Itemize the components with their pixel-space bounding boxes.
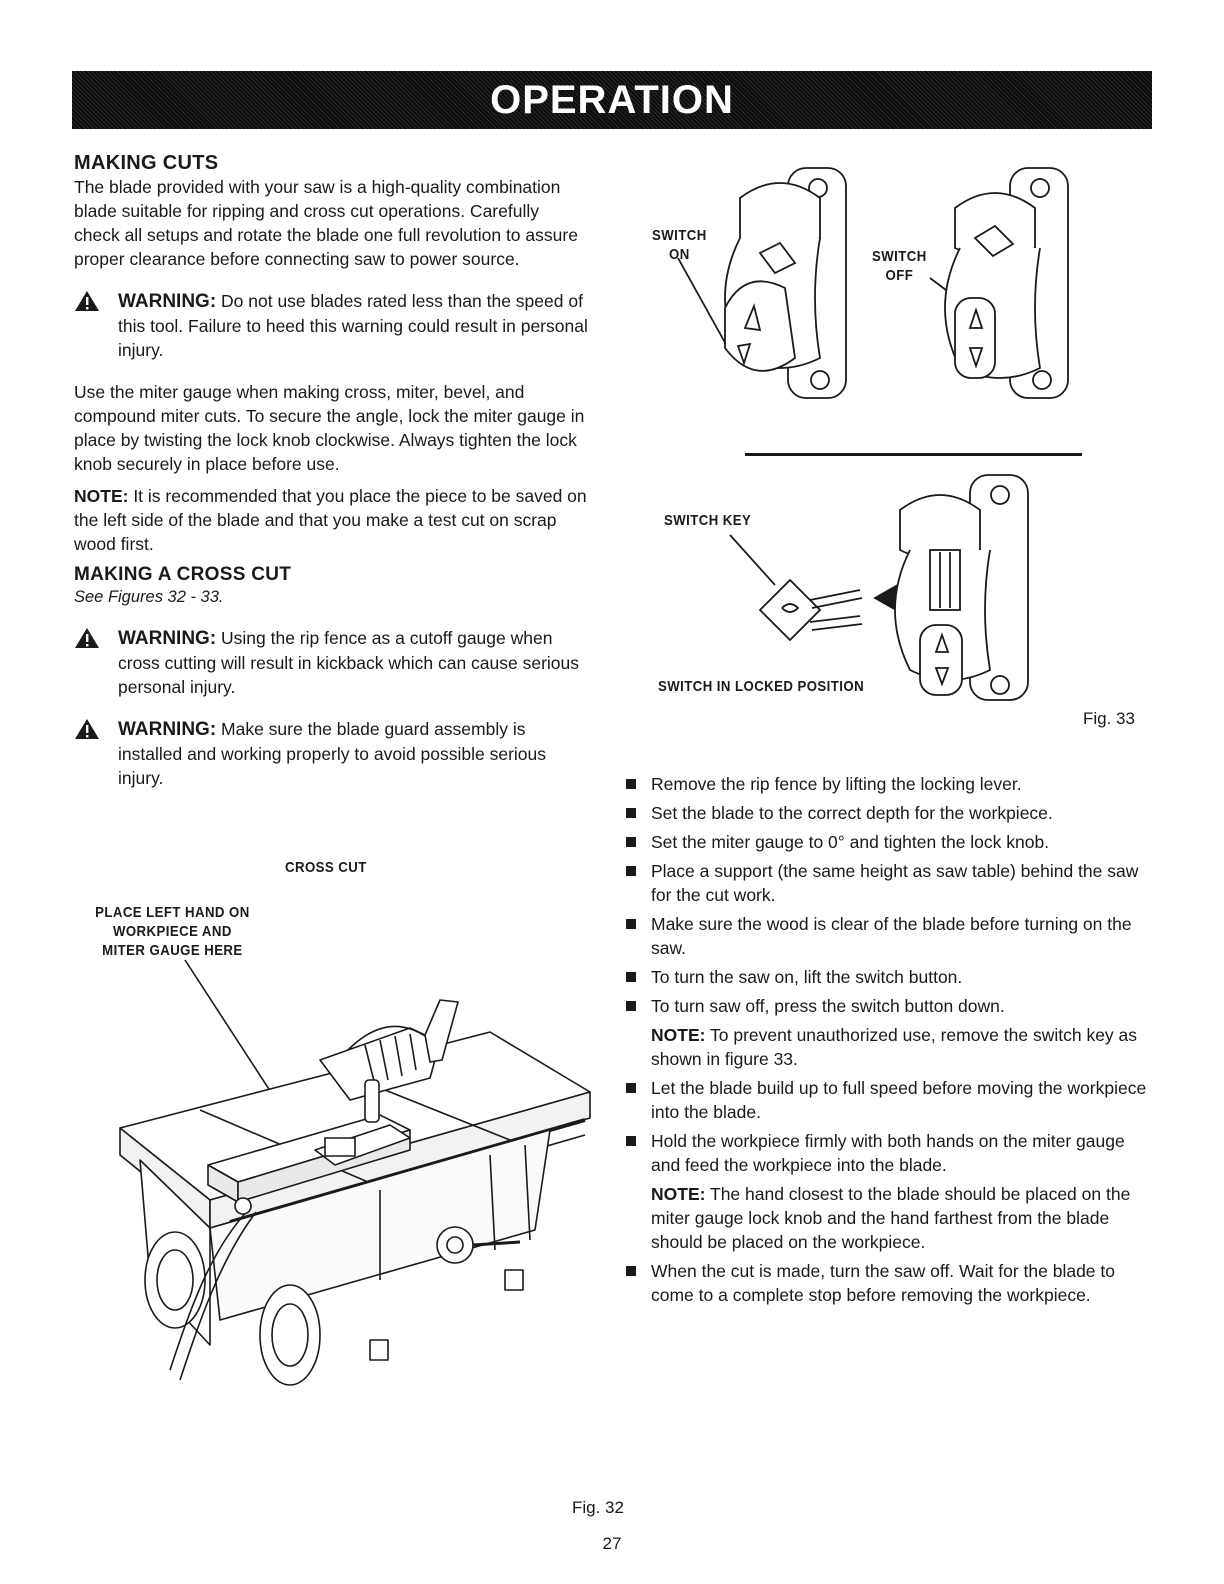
list-item: Remove the rip fence by lifting the lock… [626, 772, 1151, 796]
warning-label: WARNING: [118, 628, 217, 649]
list-item: Set the blade to the correct depth for t… [626, 801, 1151, 825]
switch-off-illustration [929, 167, 1069, 399]
note-scrap-wood: NOTE: It is recommended that you place t… [74, 484, 594, 556]
list-item: Set the miter gauge to 0° and tighten th… [626, 830, 1151, 854]
list-item: Make sure the wood is clear of the blade… [626, 912, 1151, 960]
callout-line: SWITCH [872, 248, 927, 265]
note-text: To prevent unauthorized use, remove the … [651, 1025, 1138, 1069]
switch-on-illustration [677, 167, 847, 399]
callout-line: MITER GAUGE HERE [102, 942, 243, 959]
note-text: The hand closest to the blade should be … [651, 1184, 1131, 1252]
switch-on-callout: SWITCH ON [652, 226, 707, 264]
list-item: Hold the workpiece firmly with both hand… [626, 1129, 1151, 1177]
page-number: 27 [602, 1534, 622, 1553]
switch-key-illustration [729, 474, 1029, 701]
callout-line: OFF [885, 267, 914, 284]
square-bullet-icon [626, 1266, 636, 1276]
warning-text: Do not use blades rated less than the sp… [118, 291, 588, 360]
figure-divider [745, 453, 1082, 456]
callout-line: ON [669, 246, 690, 263]
fig32-hand-placement-callout: PLACE LEFT HAND ON WORKPIECE AND MITER G… [80, 903, 265, 960]
square-bullet-icon [626, 837, 636, 847]
square-bullet-icon [626, 1083, 636, 1093]
note-switch-key: NOTE: To prevent unauthorized use, remov… [626, 1023, 1151, 1071]
right-column: Remove the rip fence by lifting the lock… [626, 772, 1151, 1312]
table-saw-illustration [119, 959, 591, 1386]
fig32-caption: Fig. 32 [572, 1498, 624, 1517]
warning-label: WARNING: [118, 719, 217, 740]
fig33-caption: Fig. 33 [1083, 709, 1135, 728]
square-bullet-icon [626, 808, 636, 818]
cross-cut-steps: Remove the rip fence by lifting the lock… [626, 772, 1151, 1018]
warning-text: Using the rip fence as a cutoff gauge wh… [118, 628, 580, 697]
warning-triangle-icon [75, 719, 99, 739]
list-item: Place a support (the same height as saw … [626, 859, 1151, 907]
warning-triangle-icon [75, 628, 99, 648]
note-label: NOTE: [651, 1025, 706, 1045]
switch-off-callout: SWITCH OFF [872, 247, 927, 285]
page-title: OPERATION [490, 77, 734, 122]
note-label: NOTE: [74, 486, 129, 506]
list-item: Let the blade build up to full speed bef… [626, 1076, 1151, 1124]
callout-line: SWITCH [652, 227, 707, 244]
warning-text: Make sure the blade guard assembly is in… [118, 719, 547, 788]
callout-line: WORKPIECE AND [112, 923, 232, 940]
left-column: MAKING CUTS The blade provided with your… [74, 152, 594, 790]
making-cuts-text: The blade provided with your saw is a hi… [74, 177, 578, 269]
see-figures-reference: See Figures 32 - 33. [74, 588, 224, 606]
miter-gauge-text: Use the miter gauge when making cross, m… [74, 382, 585, 474]
callout-line: PLACE LEFT HAND ON [95, 904, 250, 921]
cross-cut-heading: MAKING A CROSS CUT [74, 564, 292, 585]
cross-cut-steps-continued: Let the blade build up to full speed bef… [626, 1076, 1151, 1177]
switch-locked-position-label: SWITCH IN LOCKED POSITION [658, 678, 865, 695]
square-bullet-icon [626, 919, 636, 929]
list-item: When the cut is made, turn the saw off. … [626, 1259, 1151, 1307]
note-hand-placement: NOTE: The hand closest to the blade shou… [626, 1182, 1151, 1254]
square-bullet-icon [626, 1001, 636, 1011]
fig32-cross-cut-label: CROSS CUT [285, 859, 367, 876]
warning-triangle-icon [75, 291, 99, 311]
square-bullet-icon [626, 866, 636, 876]
cross-cut-steps-final: When the cut is made, turn the saw off. … [626, 1259, 1151, 1307]
list-item: To turn saw off, press the switch button… [626, 994, 1151, 1018]
square-bullet-icon [626, 1136, 636, 1146]
warning-rip-fence: WARNING: Using the rip fence as a cutoff… [74, 626, 594, 699]
switch-key-callout: SWITCH KEY [664, 512, 752, 529]
making-cuts-heading: MAKING CUTS [74, 152, 219, 174]
operation-banner: OPERATION [72, 71, 1152, 129]
warning-blade-guard: WARNING: Make sure the blade guard assem… [74, 717, 594, 790]
list-item: To turn the saw on, lift the switch butt… [626, 965, 1151, 989]
warning-blade-speed: WARNING: Do not use blades rated less th… [74, 289, 594, 362]
note-text: It is recommended that you place the pie… [74, 486, 587, 554]
square-bullet-icon [626, 972, 636, 982]
warning-label: WARNING: [118, 291, 217, 312]
note-label: NOTE: [651, 1184, 706, 1204]
square-bullet-icon [626, 779, 636, 789]
